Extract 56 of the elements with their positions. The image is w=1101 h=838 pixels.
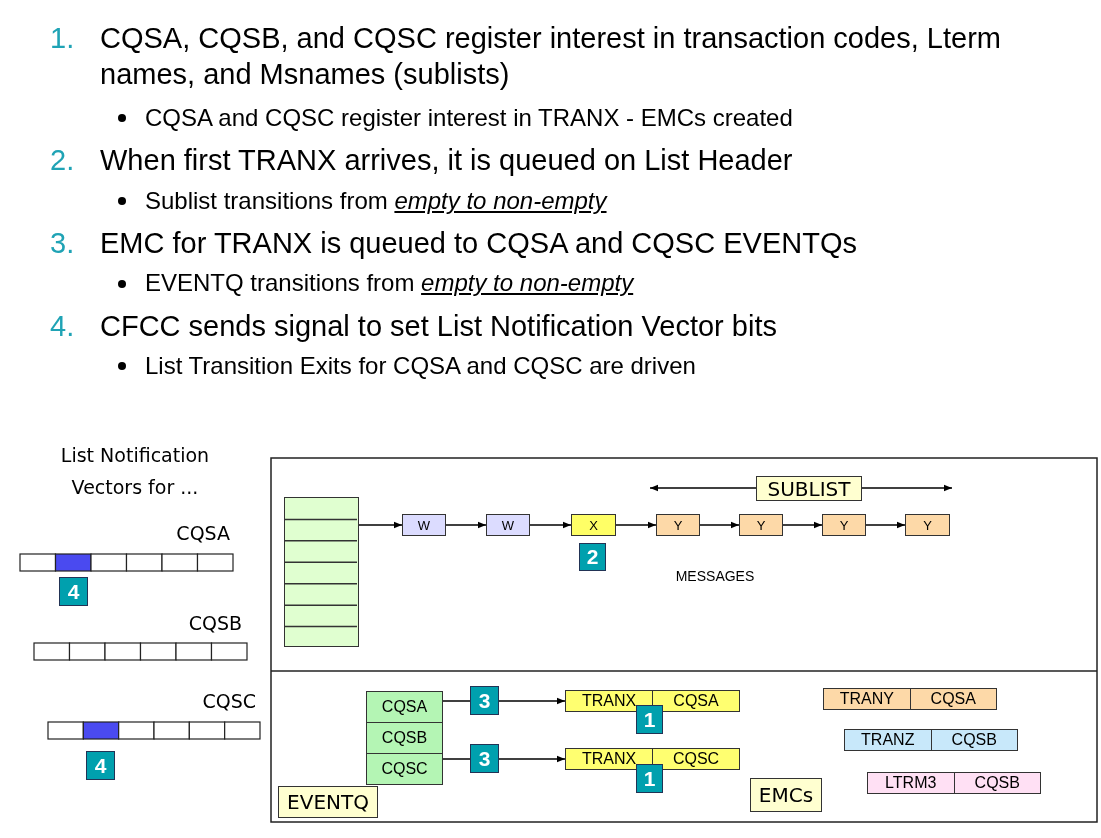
record-field: CQSB <box>953 773 1040 793</box>
record-field: CQSB <box>930 730 1017 750</box>
queue-entry-box: Y <box>739 514 783 536</box>
bullet-text: EVENTQ transitions from empty to non-empty <box>145 268 636 298</box>
arrow <box>529 521 572 529</box>
step-badge: 3 <box>470 744 499 773</box>
emc-record <box>867 772 1041 794</box>
list-number: 1. <box>50 21 76 56</box>
list-number: 3. <box>50 226 76 261</box>
bullet-text: List Transition Exits for CQSA and CQSC are driven <box>145 351 697 381</box>
emc-record <box>844 729 1018 751</box>
arrow <box>782 521 823 529</box>
queue-entry-box: CQSC <box>366 753 443 785</box>
record-field: LTRM3 <box>868 773 954 793</box>
emc-record <box>565 690 740 712</box>
step-text: CQSA, CQSB, and CQSC register interest in transaction codes, Lterm names, and Msnames (sublists) <box>100 21 1002 92</box>
arrow <box>699 521 740 529</box>
arrow <box>865 521 906 529</box>
queue-entry-box: W <box>402 514 446 536</box>
step-text: EMC for TRANX is queued to CQSA and CQSC EVENTQs <box>100 226 858 261</box>
step-badge: 2 <box>579 543 606 571</box>
queue-entry-box: Y <box>822 514 866 536</box>
emcs-tag: EMCs <box>750 778 822 812</box>
area-label: MESSAGES <box>674 568 756 586</box>
sublist-tag: SUBLIST <box>756 476 862 501</box>
record-field: CQSA <box>909 689 996 709</box>
step-badge: 3 <box>470 686 499 715</box>
vector-caption: List Notification Vectors for ... <box>59 443 211 500</box>
vector-name: CQSA <box>175 522 230 546</box>
step-badge: 1 <box>636 764 663 793</box>
emc-record <box>823 688 997 710</box>
list-header-stack <box>284 497 359 647</box>
record-field: TRANZ <box>845 730 931 750</box>
step-text: When first TRANX arrives, it is queued on List Header <box>100 143 794 178</box>
bullet-text: Sublist transitions from empty to non-empty <box>145 186 609 216</box>
arrow <box>615 521 657 529</box>
eventq-tag: EVENTQ <box>278 786 378 818</box>
record-field: TRANY <box>824 689 910 709</box>
arrow <box>445 521 487 529</box>
vector-name: CQSB <box>187 612 242 636</box>
queue-entry-box: Y <box>905 514 950 536</box>
queue-entry-box: Y <box>656 514 700 536</box>
queue-entry-box: CQSB <box>366 722 443 754</box>
list-number: 4. <box>50 309 76 344</box>
step-text: CFCC sends signal to set List Notification Vector bits <box>100 309 778 344</box>
bullet-text: CQSA and CQSC register interest in TRANX - EMCs created <box>145 103 794 133</box>
arrow <box>358 521 403 529</box>
vector-name: CQSC <box>201 690 256 714</box>
step-badge: 4 <box>86 751 115 780</box>
queue-entry-box: CQSA <box>366 691 443 723</box>
step-badge: 1 <box>636 705 663 734</box>
step-badge: 4 <box>59 577 88 606</box>
emc-record <box>565 748 740 770</box>
queue-entry-box: X <box>571 514 616 536</box>
queue-entry-box: W <box>486 514 530 536</box>
list-number: 2. <box>50 143 76 178</box>
